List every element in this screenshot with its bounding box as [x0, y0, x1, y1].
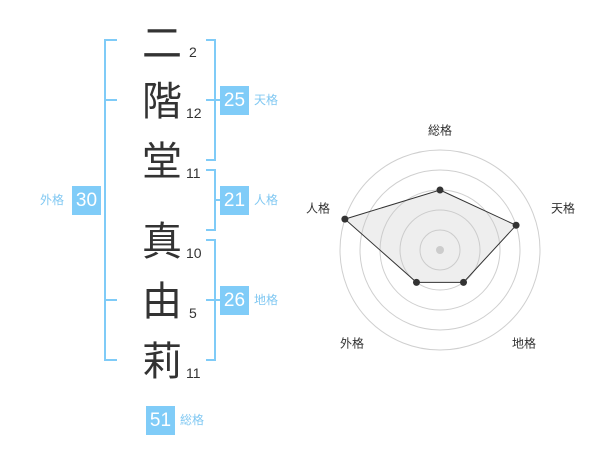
- jinkaku-bracket: [206, 169, 220, 231]
- tenkaku-value: 25: [220, 86, 249, 115]
- name-char-5: 由: [142, 279, 182, 325]
- radar-point-3: [412, 278, 420, 286]
- tenkaku-label: 天格: [254, 93, 279, 107]
- stroke-count-6: 11: [186, 365, 201, 381]
- gaikaku-label: 外格: [40, 193, 65, 207]
- radar-point-0: [436, 186, 444, 194]
- stroke-count-5: 5: [189, 305, 197, 321]
- stroke-count-1: 2: [189, 44, 197, 60]
- radar-area: [343, 189, 517, 283]
- radar-axis-label-soukaku: 総格: [427, 123, 453, 138]
- tenkaku-bracket: [206, 39, 220, 161]
- name-char-3: 堂: [142, 139, 182, 185]
- chikaku-bracket: [206, 239, 220, 361]
- radar-ring: [359, 169, 521, 331]
- name-char-6: 莉: [142, 339, 182, 385]
- soukaku-value: 51: [146, 406, 175, 435]
- name-char-2: 階: [142, 79, 182, 125]
- radar-point-2: [460, 278, 468, 286]
- radar-center-dot: [436, 246, 444, 254]
- name-char-4: 真: [142, 219, 182, 265]
- radar-ring: [339, 149, 541, 351]
- stroke-count-2: 12: [186, 105, 202, 121]
- radar-ring: [399, 209, 481, 291]
- jinkaku-value: 21: [220, 186, 249, 215]
- jinkaku-label: 人格: [254, 193, 279, 207]
- radar-axis-label-tenkaku: 天格: [550, 201, 576, 216]
- radar-point-4: [341, 215, 349, 223]
- gaikaku-value: 30: [72, 186, 101, 215]
- chikaku-value: 26: [220, 286, 249, 315]
- chikaku-label: 地格: [254, 293, 279, 307]
- soukaku-label: 総格: [180, 413, 205, 427]
- name-char-1: 二: [142, 21, 182, 67]
- gaikaku-bracket: [104, 39, 117, 361]
- radar-ring: [419, 229, 461, 271]
- stroke-count-3: 11: [186, 165, 201, 181]
- radar-axis-label-gaikaku: 外格: [339, 336, 365, 351]
- radar-axis-label-chikaku: 地格: [511, 336, 537, 351]
- stroke-count-4: 10: [186, 245, 202, 261]
- radar-point-1: [512, 221, 520, 229]
- radar-axis-label-jinkaku: 人格: [305, 201, 331, 216]
